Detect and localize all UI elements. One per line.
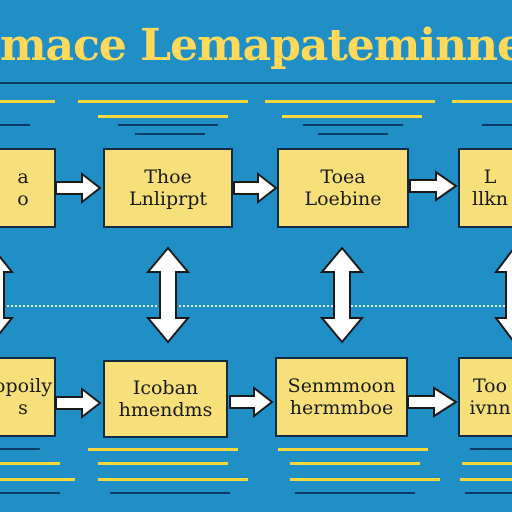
box-label-line1: a [17,166,29,188]
right-arrow-icon [409,170,458,202]
box-label-line2: hmendms [118,399,213,421]
stripe [265,100,435,103]
stripe [290,478,440,481]
stripe [282,115,422,118]
bottom-box-3: Senmmoon hermmboe [275,357,408,437]
diagram-title: mace Lemapateminne [0,20,512,71]
stripe [98,115,228,118]
stripe [0,478,75,481]
box-label-line1: Toea [320,166,366,188]
box-label-line2: Loebine [304,188,382,210]
stripe [482,124,512,126]
top-box-2: Thoe Lnliprpt [103,148,233,228]
top-box-3: Toea Loebine [277,148,409,228]
up-down-arrow-icon [319,246,365,344]
stripe [0,462,60,465]
box-label-line1: Icoban [132,377,199,399]
stripe [78,100,248,103]
right-arrow-icon [229,385,274,419]
box-label-line1: Thoe [144,166,192,188]
top-box-4: L llkn [458,148,512,228]
stripe [470,448,512,450]
stripe [98,478,248,481]
box-label-line1: opoily [0,375,52,397]
up-down-arrow-icon [0,255,15,335]
stripe [290,462,420,465]
stripe [318,133,388,135]
stripe [303,124,403,126]
stripe [0,448,40,450]
stripe [462,462,512,465]
up-down-arrow-icon [494,249,512,341]
stripe [465,492,512,494]
stripe [460,478,512,481]
right-arrow-icon [407,386,458,418]
stripe [118,124,218,126]
stripe [0,100,55,103]
right-arrow-icon [55,386,102,420]
bottom-box-4: Too ivnn [458,357,512,437]
bottom-box-2: Icoban hmendms [103,360,228,438]
box-label-line2: ivnn [469,397,511,419]
up-down-arrow-icon [145,246,191,344]
stripe [295,492,415,494]
box-label-line2: llkn [472,188,508,210]
box-label-line2: Lnliprpt [128,188,208,210]
stripe [0,492,60,494]
right-arrow-icon [233,171,278,205]
row-divider [0,305,512,307]
box-label-line2: hermmboe [289,397,394,419]
stripe [110,492,230,494]
stripe [452,100,512,103]
stripe [0,124,30,126]
stripe [278,448,428,451]
stripe [98,462,228,465]
box-label-line2: s [18,397,28,419]
box-label-line1: Senmmoon [287,375,396,397]
stripe [135,133,205,135]
box-label-line2: o [17,188,29,210]
stripe [88,448,238,451]
right-arrow-icon [55,171,102,205]
bottom-box-1: opoily s [0,357,56,437]
title-underline [0,82,512,84]
box-label-line1: L [483,166,497,188]
box-label-line1: Too [472,375,508,397]
